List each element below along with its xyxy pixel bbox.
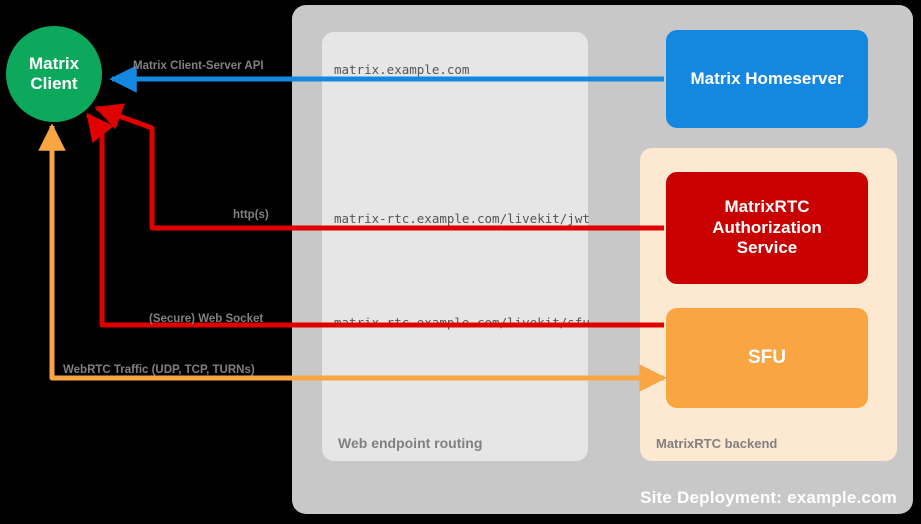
sfu-node: SFU — [666, 308, 868, 408]
matrix-client-label-line1: Matrix — [28, 54, 80, 74]
sfu-label: SFU — [748, 346, 786, 368]
https-connection-label: http(s) — [233, 209, 269, 221]
matrix-homeserver-label: Matrix Homeserver — [690, 68, 844, 88]
matrix-client-server-api-label: Matrix Client-Server API — [133, 60, 264, 72]
matrix-endpoint-label: matrix.example.com — [334, 62, 470, 77]
auth-service-label-line2: Authorization — [712, 217, 822, 237]
web-endpoint-routing-title: Web endpoint routing — [338, 435, 483, 451]
matrixrtc-authorization-service-node: MatrixRTC Authorization Service — [666, 172, 868, 284]
webrtc-traffic-label: WebRTC Traffic (UDP, TCP, TURNs) — [63, 364, 255, 376]
auth-service-label-line1: MatrixRTC — [724, 197, 810, 217]
matrix-client-label-line2: Client — [30, 74, 78, 93]
matrix-client-node: Matrix Client — [6, 26, 102, 122]
websocket-connection-label: (Secure) Web Socket — [149, 313, 264, 325]
web-endpoint-routing-container: Web endpoint routing — [322, 32, 588, 461]
auth-service-label-line3: Service — [736, 238, 798, 258]
matrix-homeserver-node: Matrix Homeserver — [666, 30, 868, 128]
matrixrtc-backend-title: MatrixRTC backend — [656, 436, 778, 451]
jwt-endpoint-label: matrix-rtc.example.com/livekit/jwt — [334, 211, 590, 226]
site-deployment-title: Site Deployment: example.com — [640, 488, 897, 507]
sfu-endpoint-label: matrix-rtc.example.com/livekit/sfu — [334, 315, 590, 330]
